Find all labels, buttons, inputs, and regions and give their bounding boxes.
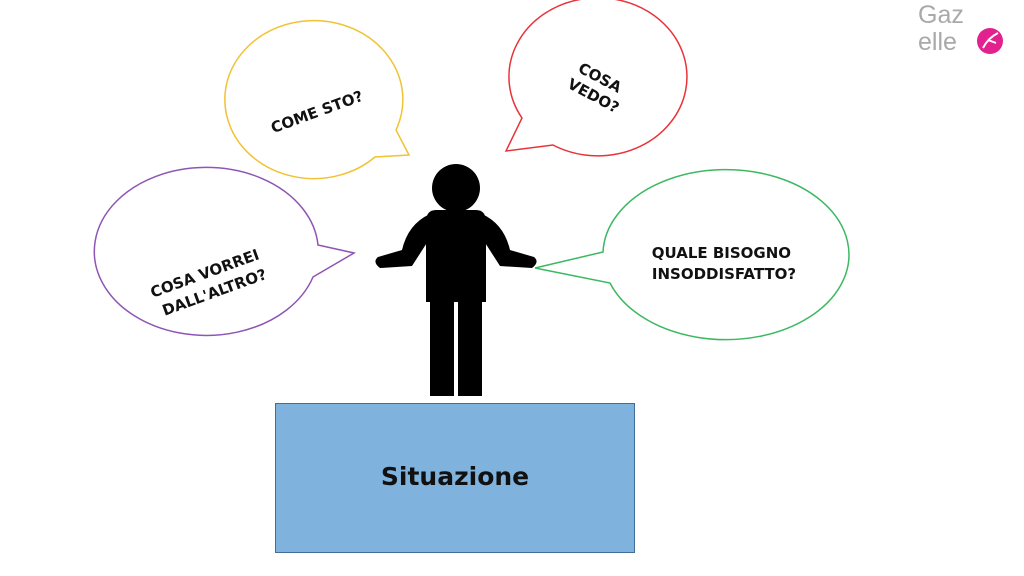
bubble-vorrei: COSA VORREI DALL'ALTRO? bbox=[93, 166, 357, 337]
person-left-arm bbox=[375, 214, 430, 268]
logo-text-line2: elle bbox=[918, 28, 957, 56]
bubble-cosa-vedo-shape bbox=[504, 0, 688, 157]
bubble-vorrei-shape bbox=[93, 166, 357, 337]
logo-text-line1: Gaz bbox=[918, 1, 964, 29]
situation-box: Situazione bbox=[275, 403, 635, 553]
bubble-cosa-vedo: COSA VEDO? bbox=[504, 0, 688, 157]
bubble-bisogno-text: QUALE BISOGNO INSODDISFATTO? bbox=[652, 244, 797, 283]
person-right-arm bbox=[482, 214, 537, 268]
situation-label: Situazione bbox=[380, 461, 530, 491]
bubble-come-sto: COME STO? bbox=[224, 19, 411, 180]
person-right-leg bbox=[458, 298, 482, 396]
person-torso bbox=[426, 210, 486, 302]
person-head bbox=[432, 164, 480, 212]
bubble-bisogno-shape bbox=[534, 168, 850, 341]
person-left-leg bbox=[430, 298, 454, 396]
logo-gazelle-mark bbox=[982, 32, 999, 49]
gazelle-logo: Gaz elle bbox=[918, 1, 1003, 56]
bubble-come-sto-shape bbox=[224, 19, 411, 180]
bubble-bisogno: QUALE BISOGNO INSODDISFATTO? bbox=[534, 168, 850, 341]
person-shrugging-icon bbox=[375, 164, 537, 396]
